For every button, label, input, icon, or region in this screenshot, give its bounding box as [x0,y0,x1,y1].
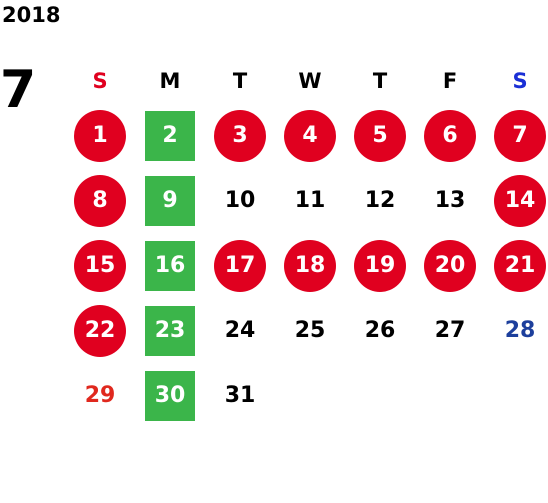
weekday-header: W [298,68,322,93]
day-number: 24 [224,318,256,343]
day-number: 31 [224,383,256,408]
weekday-header: S [512,68,528,93]
day-number: 21 [494,239,546,292]
day-number: 27 [434,318,466,343]
weekday-header: T [372,68,388,93]
calendar-cell[interactable]: 1 [65,103,135,168]
calendar-cell[interactable]: 15 [65,233,135,298]
calendar-cell [415,363,485,428]
day-number: 15 [74,239,126,292]
day-number: 9 [145,175,195,226]
day-number: 28 [504,318,536,343]
calendar-cell[interactable]: 3 [205,103,275,168]
day-number: 18 [284,239,336,292]
weekday-header: T [232,68,248,93]
day-number: 7 [494,109,546,162]
calendar-cell[interactable]: 6 [415,103,485,168]
calendar-cell[interactable]: 18 [275,233,345,298]
calendar-cell[interactable]: 13 [415,168,485,233]
calendar-cell[interactable]: 29 [65,363,135,428]
day-number: 25 [294,318,326,343]
calendar-cell[interactable]: 19 [345,233,415,298]
day-number: 19 [354,239,406,292]
day-number: 13 [434,188,466,213]
day-number: 12 [364,188,396,213]
calendar-cell[interactable]: 7 [485,103,548,168]
calendar-cell [345,363,415,428]
day-number: 11 [294,188,326,213]
calendar-cell[interactable]: 5 [345,103,415,168]
calendar-cell[interactable]: 14 [485,168,548,233]
calendar-cell[interactable]: 10 [205,168,275,233]
calendar-cell[interactable]: 9 [135,168,205,233]
calendar-cell[interactable]: 17 [205,233,275,298]
calendar-cell[interactable]: 21 [485,233,548,298]
day-number: 2 [145,110,195,161]
day-number: 16 [145,240,195,291]
day-number: 3 [214,109,266,162]
day-number: 30 [145,370,195,421]
weekday-header: S [92,68,108,93]
day-number: 4 [284,109,336,162]
calendar-cell[interactable]: 28 [485,298,548,363]
calendar-cell[interactable]: 25 [275,298,345,363]
calendar-cell[interactable]: 8 [65,168,135,233]
calendar-cell[interactable]: 24 [205,298,275,363]
calendar-cell[interactable]: 2 [135,103,205,168]
calendar-cell[interactable]: 11 [275,168,345,233]
year-label: 2018 [2,3,61,27]
day-number: 8 [74,174,126,227]
calendar-cell[interactable]: 26 [345,298,415,363]
day-number: 1 [74,109,126,162]
month-number: 7 [0,60,37,120]
day-number: 26 [364,318,396,343]
day-number: 22 [74,304,126,357]
day-number: 6 [424,109,476,162]
day-number: 23 [145,305,195,356]
weekday-header: M [159,68,181,93]
calendar-cell[interactable]: 31 [205,363,275,428]
calendar-cell[interactable]: 12 [345,168,415,233]
calendar-cell [485,363,548,428]
calendar-cell[interactable]: 16 [135,233,205,298]
day-number: 29 [84,383,116,408]
calendar-cell[interactable]: 20 [415,233,485,298]
day-number: 17 [214,239,266,292]
calendar-cell [275,363,345,428]
calendar-cell[interactable]: 22 [65,298,135,363]
weekday-header: F [442,68,458,93]
day-number: 20 [424,239,476,292]
day-number: 14 [494,174,546,227]
calendar-cell[interactable]: 4 [275,103,345,168]
day-number: 10 [224,188,256,213]
calendar-cell[interactable]: 27 [415,298,485,363]
day-number: 5 [354,109,406,162]
calendar-cell[interactable]: 30 [135,363,205,428]
calendar-cell[interactable]: 23 [135,298,205,363]
